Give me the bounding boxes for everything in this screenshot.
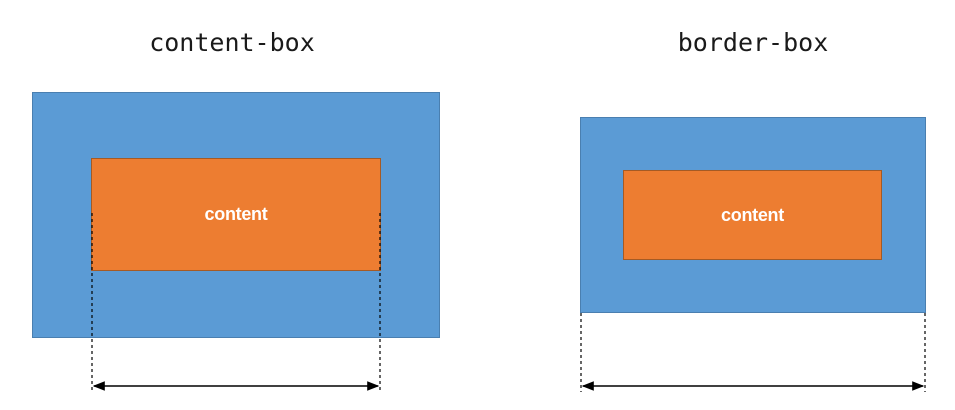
border-box-content-label: content bbox=[721, 204, 784, 225]
border-box-content-area: content bbox=[623, 170, 882, 260]
border-box-title: border-box bbox=[677, 28, 829, 57]
content-box-title: content-box bbox=[149, 28, 315, 57]
content-box-content-label: content bbox=[204, 204, 268, 224]
